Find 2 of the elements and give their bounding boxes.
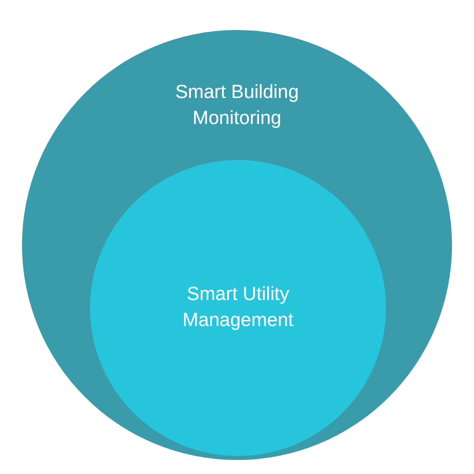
circle-label: Smart Building Monitoring — [174, 81, 300, 131]
circle-label: Smart Utility Management — [182, 283, 294, 333]
